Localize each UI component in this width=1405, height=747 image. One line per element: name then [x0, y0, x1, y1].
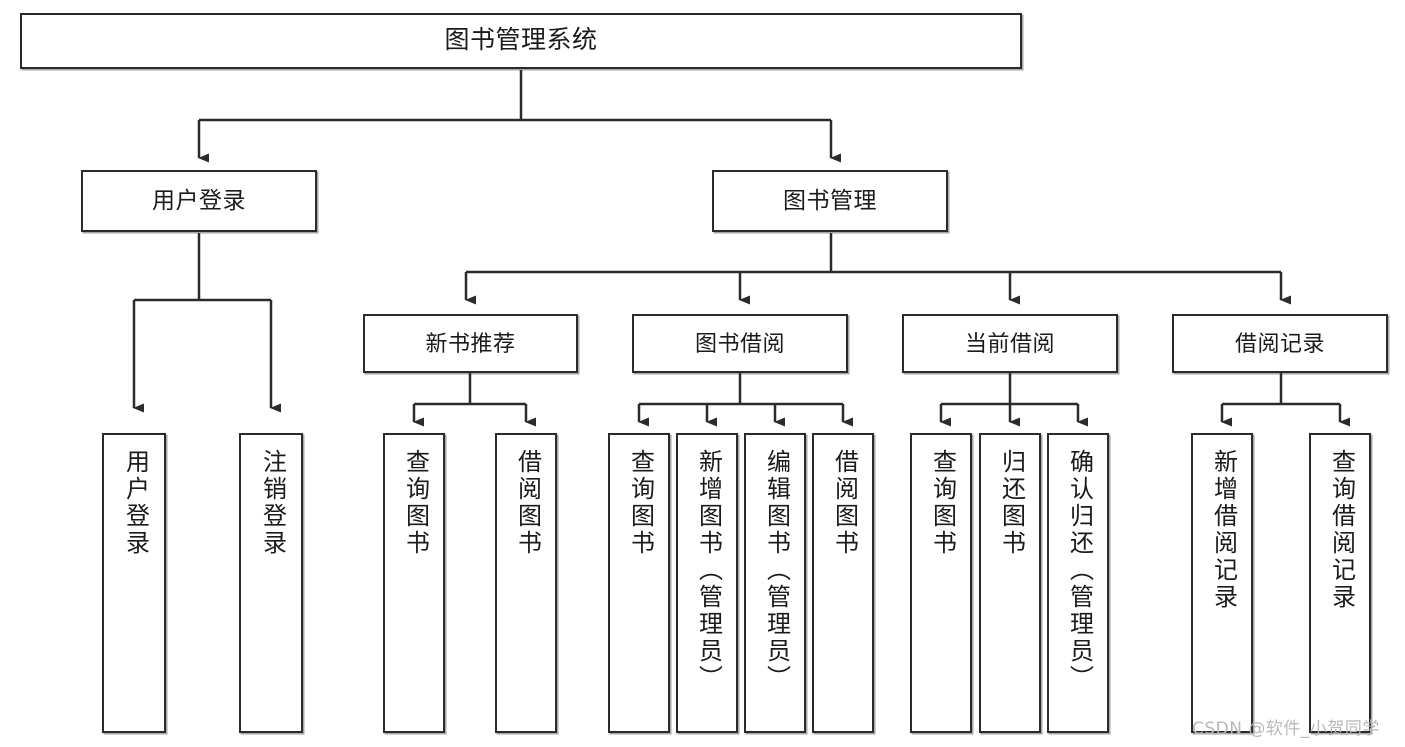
node-leaf-user-logout[interactable]: 注销登录: [239, 433, 303, 733]
node-user-login[interactable]: 用户登录: [81, 170, 317, 232]
node-root[interactable]: 图书管理系统: [20, 13, 1022, 69]
node-leaf-add-record[interactable]: 新增借阅记录: [1191, 433, 1253, 733]
node-current-borrow[interactable]: 当前借阅: [902, 314, 1118, 373]
node-leaf-confirm-return[interactable]: 确认归还（管理员）: [1047, 433, 1109, 733]
node-borrow-record-label: 借阅记录: [1234, 330, 1325, 356]
node-leaf-query-record[interactable]: 查询借阅记录: [1309, 433, 1371, 733]
node-new-book-recommend[interactable]: 新书推荐: [363, 314, 578, 373]
node-borrow-record[interactable]: 借阅记录: [1172, 314, 1388, 373]
node-leaf-query-book-2-label: 查询图书: [626, 449, 654, 557]
node-book-manage-label: 图书管理: [783, 187, 877, 214]
node-current-borrow-label: 当前借阅: [964, 330, 1055, 356]
node-leaf-add-book[interactable]: 新增图书（管理员）: [676, 433, 738, 733]
node-leaf-borrow-book-1-label: 借阅图书: [513, 449, 541, 557]
node-leaf-add-book-label: 新增图书（管理员）: [694, 449, 722, 692]
node-leaf-borrow-book-2-label: 借阅图书: [830, 449, 858, 557]
node-leaf-add-record-label: 新增借阅记录: [1209, 449, 1237, 611]
node-user-login-label: 用户登录: [152, 187, 246, 214]
node-leaf-query-book-2[interactable]: 查询图书: [608, 433, 670, 733]
node-leaf-query-record-label: 查询借阅记录: [1327, 449, 1355, 611]
node-leaf-query-book-3[interactable]: 查询图书: [910, 433, 972, 733]
node-leaf-return-book-label: 归还图书: [997, 449, 1025, 557]
node-root-label: 图书管理系统: [444, 26, 598, 55]
node-leaf-edit-book-label: 编辑图书（管理员）: [762, 449, 790, 692]
node-leaf-user-logout-label: 注销登录: [258, 449, 286, 557]
node-leaf-query-book-3-label: 查询图书: [928, 449, 956, 557]
node-leaf-edit-book[interactable]: 编辑图书（管理员）: [744, 433, 806, 733]
node-leaf-borrow-book-1[interactable]: 借阅图书: [495, 433, 557, 733]
node-book-manage[interactable]: 图书管理: [712, 170, 948, 232]
node-leaf-user-login[interactable]: 用户登录: [102, 433, 166, 733]
node-leaf-return-book[interactable]: 归还图书: [979, 433, 1041, 733]
node-new-book-recommend-label: 新书推荐: [425, 330, 516, 356]
node-leaf-user-login-label: 用户登录: [121, 449, 149, 557]
node-leaf-query-book-1-label: 查询图书: [401, 449, 429, 557]
node-leaf-borrow-book-2[interactable]: 借阅图书: [812, 433, 874, 733]
csdn-watermark: CSDN @软件_小贺同学: [1192, 719, 1380, 739]
node-leaf-confirm-return-label: 确认归还（管理员）: [1065, 449, 1093, 692]
node-leaf-query-book-1[interactable]: 查询图书: [383, 433, 445, 733]
node-book-borrow-label: 图书借阅: [694, 330, 785, 356]
node-book-borrow[interactable]: 图书借阅: [632, 314, 848, 373]
